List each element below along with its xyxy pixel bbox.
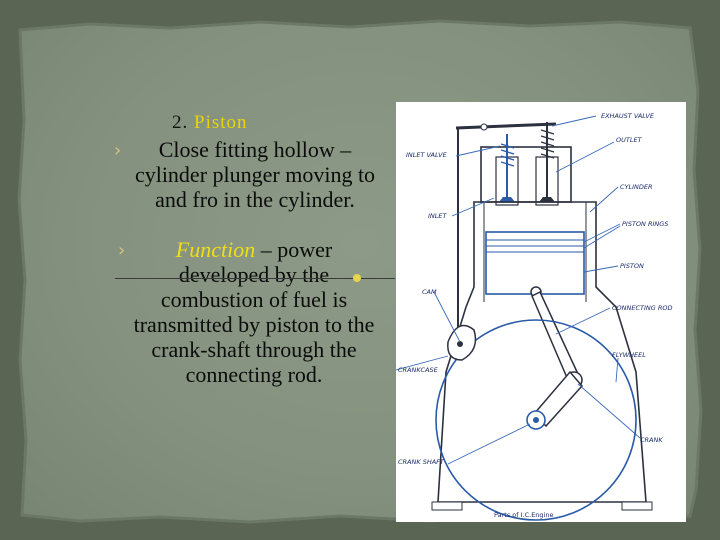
bullet-point-definition: Close fitting hollow – cylinder plunger … xyxy=(134,137,376,212)
label-inlet: INLET xyxy=(428,212,448,220)
label-cylinder: CYLINDER xyxy=(620,183,653,191)
slide-heading: 2. Piston xyxy=(172,112,248,134)
cam-shaft xyxy=(457,341,463,347)
rocker-pivot xyxy=(480,123,488,131)
function-term: Function xyxy=(175,237,256,262)
horizontal-rule xyxy=(115,278,395,279)
base-foot-right xyxy=(621,501,653,511)
label-inlet-valve: INLET VALVE xyxy=(406,151,448,159)
piston-shape xyxy=(485,231,585,295)
label-outlet: OUTLET xyxy=(616,136,643,144)
label-crank: CRANK xyxy=(640,436,663,444)
label-exhaust-valve: EXHAUST VALVE xyxy=(601,112,655,120)
label-piston-rings: PISTON RINGS xyxy=(622,220,668,228)
exhaust-valve-head xyxy=(539,197,555,202)
bullet-marker: › xyxy=(118,240,126,261)
rule-dot xyxy=(353,274,361,282)
crank-shaft-center xyxy=(533,417,539,423)
diagram-caption: Parts of I.C.Engine xyxy=(494,511,553,519)
label-piston: PISTON xyxy=(620,262,644,270)
label-cam: CAM xyxy=(422,288,437,296)
heading-title: Piston xyxy=(194,112,248,133)
base-foot-left xyxy=(431,501,463,511)
connecting-rod-shape xyxy=(531,290,579,382)
engine-diagram-drawing: EXHAUST VALVE OUTLET INLET VALVE CYLINDE… xyxy=(396,112,673,521)
rocker-arm xyxy=(455,122,557,130)
label-pointers xyxy=(396,115,641,465)
label-crankcase: CRANKCASE xyxy=(398,366,439,374)
engine-diagram: EXHAUST VALVE OUTLET INLET VALVE CYLINDE… xyxy=(396,102,686,522)
label-connecting-rod: CONNECTING ROD xyxy=(612,304,673,312)
bullet-point-function: Function – power developed by the combus… xyxy=(128,237,380,387)
heading-number: 2. xyxy=(172,112,189,133)
label-crank-shaft: CRANK SHAFT xyxy=(398,458,445,466)
bullet-marker: › xyxy=(114,140,122,161)
inlet-valve-spring xyxy=(500,143,515,167)
label-flywheel: FLYWHEEL xyxy=(612,351,646,359)
inlet-valve-head xyxy=(499,197,515,202)
function-description: – power developed by the combustion of f… xyxy=(133,237,375,387)
flywheel-shape xyxy=(435,319,637,521)
exhaust-valve-spring xyxy=(540,129,555,159)
